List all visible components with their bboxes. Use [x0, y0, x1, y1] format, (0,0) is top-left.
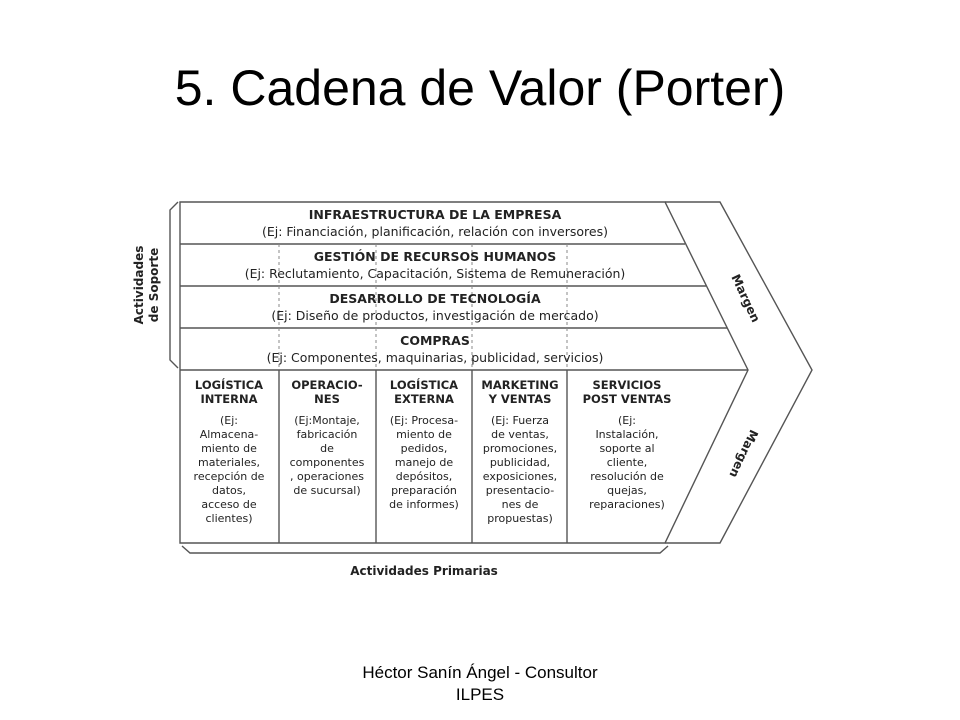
- support-subtitle: (Ej: Reclutamiento, Capacitación, Sistem…: [245, 266, 626, 281]
- primary-body: propuestas): [487, 512, 553, 525]
- primary-body: Almacena-: [200, 428, 259, 441]
- primary-body: quejas,: [607, 484, 647, 497]
- primary-body: presentacio-: [486, 484, 555, 497]
- slide-title: 5. Cadena de Valor (Porter): [174, 60, 786, 116]
- support-title: INFRAESTRUCTURA DE LA EMPRESA: [309, 207, 562, 222]
- primary-title: SERVICIOS: [593, 378, 662, 392]
- primary-body: (Ej: Procesa-: [390, 414, 458, 427]
- support-title: DESARROLLO DE TECNOLOGÍA: [329, 291, 541, 306]
- primary-bracket: [181, 545, 669, 554]
- primary-title: POST VENTAS: [583, 392, 672, 406]
- primary-title: INTERNA: [201, 392, 258, 406]
- primary-body: Instalación,: [595, 428, 658, 441]
- footer-author: Héctor Sanín Ángel - Consultor: [362, 663, 598, 682]
- support-subtitle: (Ej: Componentes, maquinarias, publicida…: [267, 350, 604, 365]
- primary-title: EXTERNA: [394, 392, 454, 406]
- primary-title: NES: [314, 392, 340, 406]
- support-activities-label: Actividades: [132, 246, 146, 325]
- primary-body: (Ej:: [220, 414, 238, 427]
- primary-body: fabricación: [297, 428, 358, 441]
- support-title: GESTIÓN DE RECURSOS HUMANOS: [314, 249, 557, 264]
- primary-body: , operaciones: [290, 470, 364, 483]
- primary-body: materiales,: [198, 456, 260, 469]
- slide-footer: Héctor Sanín Ángel - Consultor ILPES: [330, 662, 630, 706]
- primary-body: exposiciones,: [483, 470, 557, 483]
- primary-body: (Ej:Montaje,: [294, 414, 360, 427]
- primary-body: pedidos,: [401, 442, 448, 455]
- primary-title: MARKETING: [481, 378, 558, 392]
- primary-body: promociones,: [483, 442, 557, 455]
- support-subtitle: (Ej: Financiación, planificación, relaci…: [262, 224, 608, 239]
- support-subtitle: (Ej: Diseño de productos, investigación …: [271, 308, 598, 323]
- primary-body: reparaciones): [589, 498, 665, 511]
- primary-body: de informes): [389, 498, 459, 511]
- support-activities-label: de Soporte: [147, 248, 161, 322]
- primary-body: de ventas,: [491, 428, 549, 441]
- primary-body: cliente,: [607, 456, 647, 469]
- primary-title: LOGÍSTICA: [195, 377, 263, 392]
- chain-outline: [179, 201, 749, 544]
- primary-body: soporte al: [599, 442, 654, 455]
- primary-body: (Ej: Fuerza: [491, 414, 549, 427]
- primary-body: publicidad,: [490, 456, 550, 469]
- primary-body: preparación: [391, 484, 457, 497]
- primary-body: miento de: [201, 442, 257, 455]
- primary-body: (Ej:: [618, 414, 636, 427]
- primary-body: recepción de: [194, 470, 265, 483]
- primary-body: clientes): [205, 512, 252, 525]
- primary-body: de: [320, 442, 334, 455]
- margin-label-bottom: Margen: [726, 428, 760, 480]
- primary-body: de sucursal): [293, 484, 360, 497]
- margin-label-top: Margen: [728, 272, 762, 324]
- primary-body: miento de: [396, 428, 452, 441]
- support-title: COMPRAS: [400, 333, 470, 348]
- primary-body: depósitos,: [396, 470, 453, 483]
- primary-title: OPERACIO-: [291, 378, 363, 392]
- footer-organization: ILPES: [455, 685, 505, 704]
- margin-chevron: [665, 201, 813, 544]
- primary-title: LOGÍSTICA: [390, 377, 458, 392]
- primary-body: manejo de: [395, 456, 453, 469]
- primary-body: componentes: [290, 456, 365, 469]
- primary-body: datos,: [212, 484, 246, 497]
- primary-title: Y VENTAS: [488, 392, 552, 406]
- support-bracket: [169, 201, 179, 369]
- primary-activities-label: Actividades Primarias: [350, 564, 498, 578]
- primary-body: resolución de: [590, 470, 664, 483]
- primary-body: nes de: [502, 498, 539, 511]
- primary-body: acceso de: [201, 498, 257, 511]
